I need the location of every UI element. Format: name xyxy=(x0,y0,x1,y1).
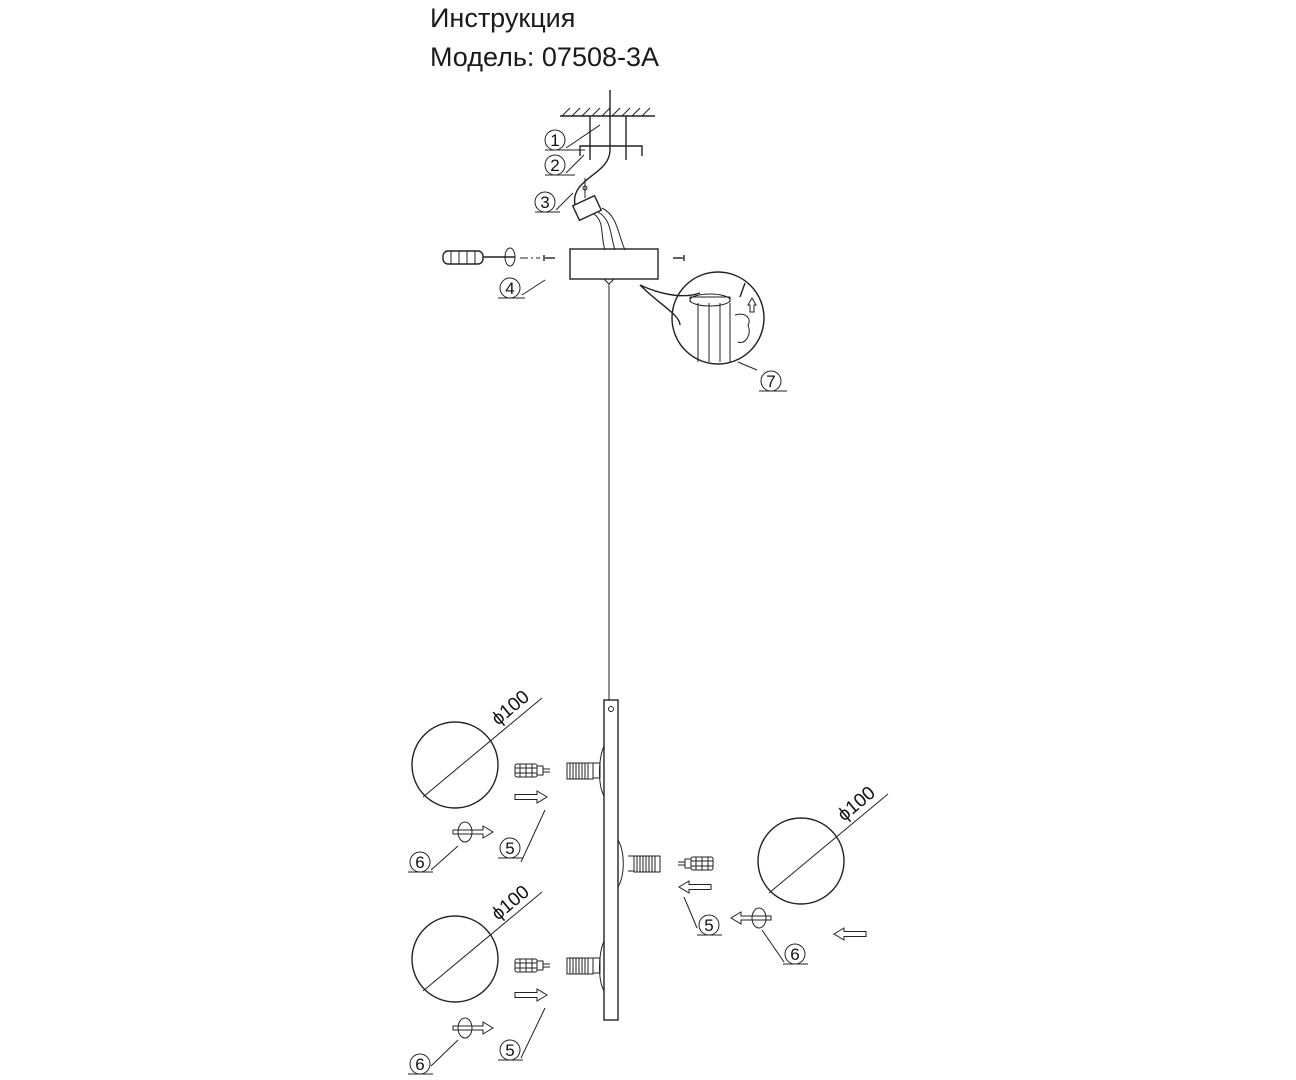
terminal-block xyxy=(571,178,603,222)
ceiling xyxy=(560,107,655,117)
svg-text:5: 5 xyxy=(704,916,713,935)
canopy xyxy=(569,248,659,280)
svg-text:1: 1 xyxy=(550,131,559,150)
svg-text:3: 3 xyxy=(540,193,549,212)
svg-text:5: 5 xyxy=(505,839,514,858)
callout-1: 1 xyxy=(544,129,585,151)
svg-text:4: 4 xyxy=(505,279,514,298)
canopy-screw-left xyxy=(543,255,555,261)
socket-upper-left xyxy=(566,745,605,797)
glass-shade-upper-left xyxy=(411,697,543,809)
svg-text:2: 2 xyxy=(550,156,559,175)
dimension-label-upper-left: ϕ100 xyxy=(488,687,534,730)
dimension-label-right: ϕ100 xyxy=(834,783,880,826)
socket-lower-left xyxy=(566,940,605,992)
callout-4: 4 xyxy=(498,277,525,299)
arrow-shade-right xyxy=(833,927,867,941)
callout-6-lower-left: 6 xyxy=(408,1053,433,1075)
callout-6-upper-left: 6 xyxy=(408,851,433,873)
ceiling-screws xyxy=(589,116,627,160)
rotate-arrow-lower-left xyxy=(452,1017,494,1039)
callout-6-right: 6 xyxy=(783,943,808,965)
detail-zoom-bubble xyxy=(639,271,765,365)
supply-wire xyxy=(574,90,611,206)
arrow-insert-right xyxy=(678,880,712,894)
callout-5-right: 5 xyxy=(697,914,722,936)
svg-text:6: 6 xyxy=(415,853,424,872)
socket-right xyxy=(617,839,661,888)
model-label: Модель: 07508-3A xyxy=(430,42,660,72)
svg-text:6: 6 xyxy=(415,1055,424,1074)
canopy-wires xyxy=(593,207,626,251)
svg-text:7: 7 xyxy=(766,372,775,391)
bulb-lower-left xyxy=(514,958,551,973)
callout-2: 2 xyxy=(544,154,575,176)
arrow-insert-upper-left xyxy=(514,790,548,804)
page-title: Инструкция xyxy=(430,3,576,33)
glass-shade-right xyxy=(757,793,889,905)
glass-shade-lower-left xyxy=(411,891,543,1003)
callout-7: 7 xyxy=(759,370,787,392)
bulb-right xyxy=(677,856,714,871)
rotate-arrow-upper-left xyxy=(452,821,494,843)
rotate-arrow-right xyxy=(730,907,772,929)
svg-text:6: 6 xyxy=(790,945,799,964)
svg-text:5: 5 xyxy=(505,1041,514,1060)
pendant-rod xyxy=(603,699,619,1021)
mounting-bracket xyxy=(579,145,643,156)
screwdriver-icon xyxy=(442,247,516,267)
canopy-screw-right xyxy=(673,255,685,261)
callout-5-upper-left: 5 xyxy=(498,837,523,859)
arrow-insert-lower-left xyxy=(514,988,548,1002)
bulb-upper-left xyxy=(514,763,551,778)
callout-3: 3 xyxy=(534,191,560,213)
callout-5-lower-left: 5 xyxy=(498,1039,523,1061)
callout-leaders xyxy=(430,124,785,1067)
